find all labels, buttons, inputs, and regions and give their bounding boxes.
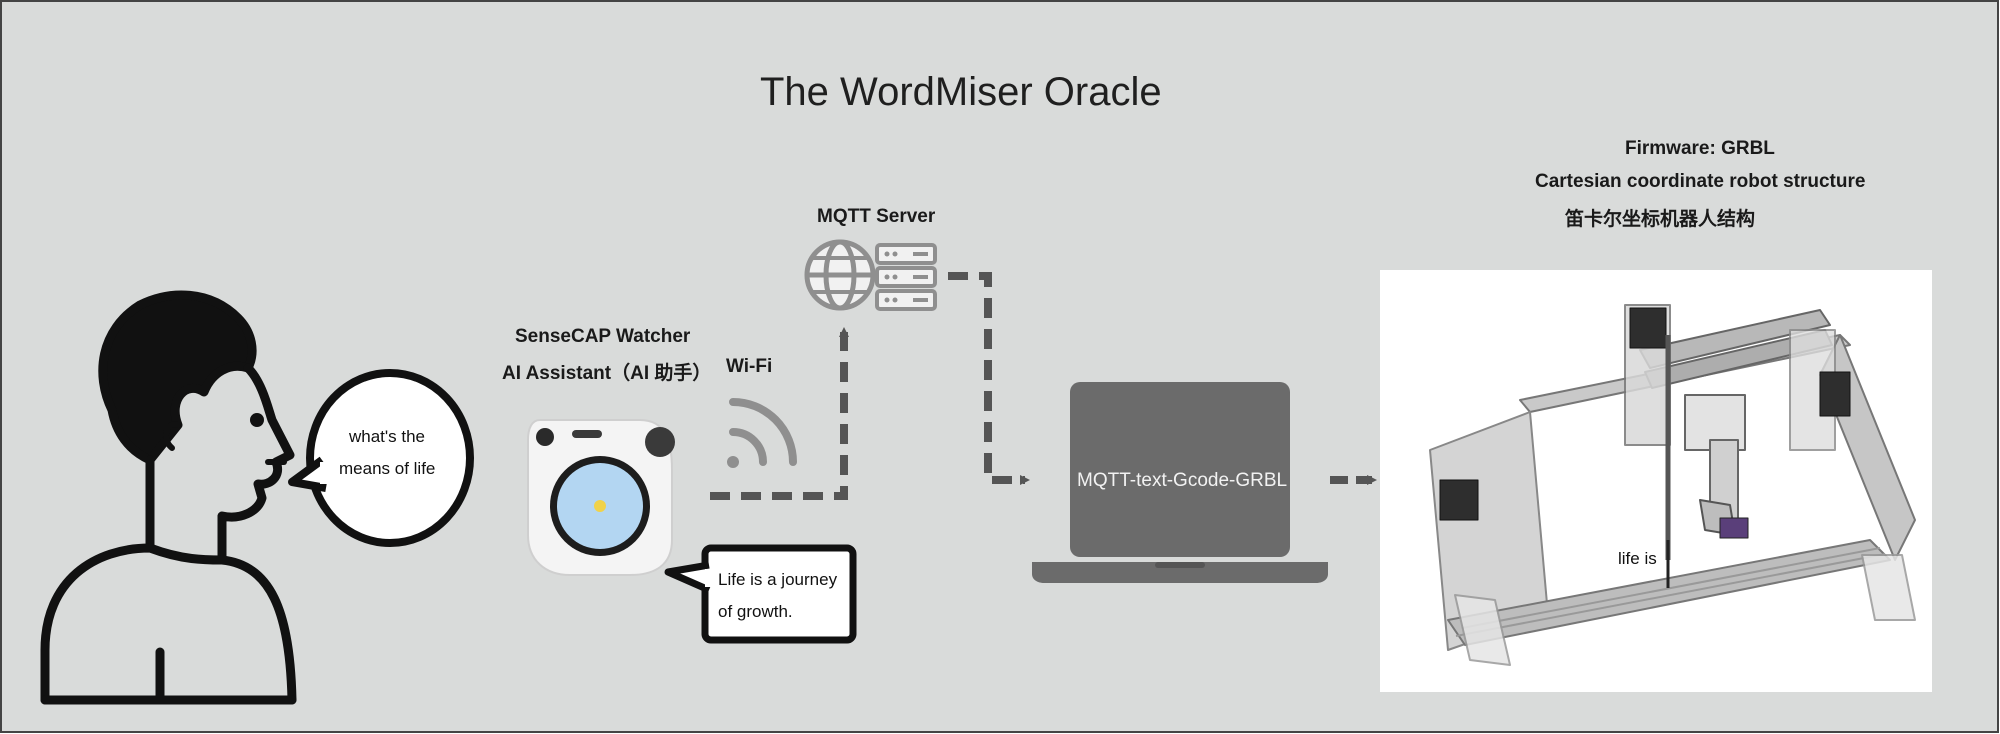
structure-label-zh: 笛卡尔坐标机器人结构 <box>1565 209 1756 230</box>
question-bubble <box>288 369 474 547</box>
arrow-server-to-laptop <box>948 272 1030 485</box>
sensecap-watcher-device <box>527 419 675 576</box>
mqtt-server-icon <box>804 239 937 311</box>
wifi-label: Wi-Fi <box>726 356 773 377</box>
question-text-line2: means of life <box>339 459 436 478</box>
watcher-label-line1: SenseCAP Watcher <box>515 326 691 347</box>
mqtt-server-label: MQTT Server <box>817 206 936 227</box>
stepper-motor-right <box>1819 371 1851 417</box>
person-eye <box>250 413 264 427</box>
person-ear <box>163 421 181 451</box>
arrow-watcher-to-server <box>710 327 849 500</box>
page-title: The WordMiser Oracle <box>760 70 1162 114</box>
question-text-line1: what's the <box>349 427 426 446</box>
robot-written-text: life is <box>1618 549 1657 568</box>
stepper-motor-top <box>1629 307 1667 349</box>
cartesian-robot-illustration <box>1429 304 1916 666</box>
stepper-motor-left <box>1439 479 1479 521</box>
person-figure <box>40 290 297 705</box>
answer-text-line1: Life is a journey <box>718 570 838 589</box>
firmware-label: Firmware: GRBL <box>1625 138 1775 159</box>
wifi-icon <box>727 398 797 468</box>
person-face <box>217 363 295 565</box>
answer-bubble <box>664 544 857 644</box>
structure-label-en: Cartesian coordinate robot structure <box>1535 171 1866 192</box>
watcher-label-line2: AI Assistant（AI 助手） <box>502 363 712 384</box>
laptop-icon <box>1032 382 1328 583</box>
answer-text-line2: of growth. <box>718 602 793 621</box>
person-body <box>40 543 297 705</box>
laptop-screen-label: MQTT-text-Gcode-GRBL <box>1077 470 1288 491</box>
